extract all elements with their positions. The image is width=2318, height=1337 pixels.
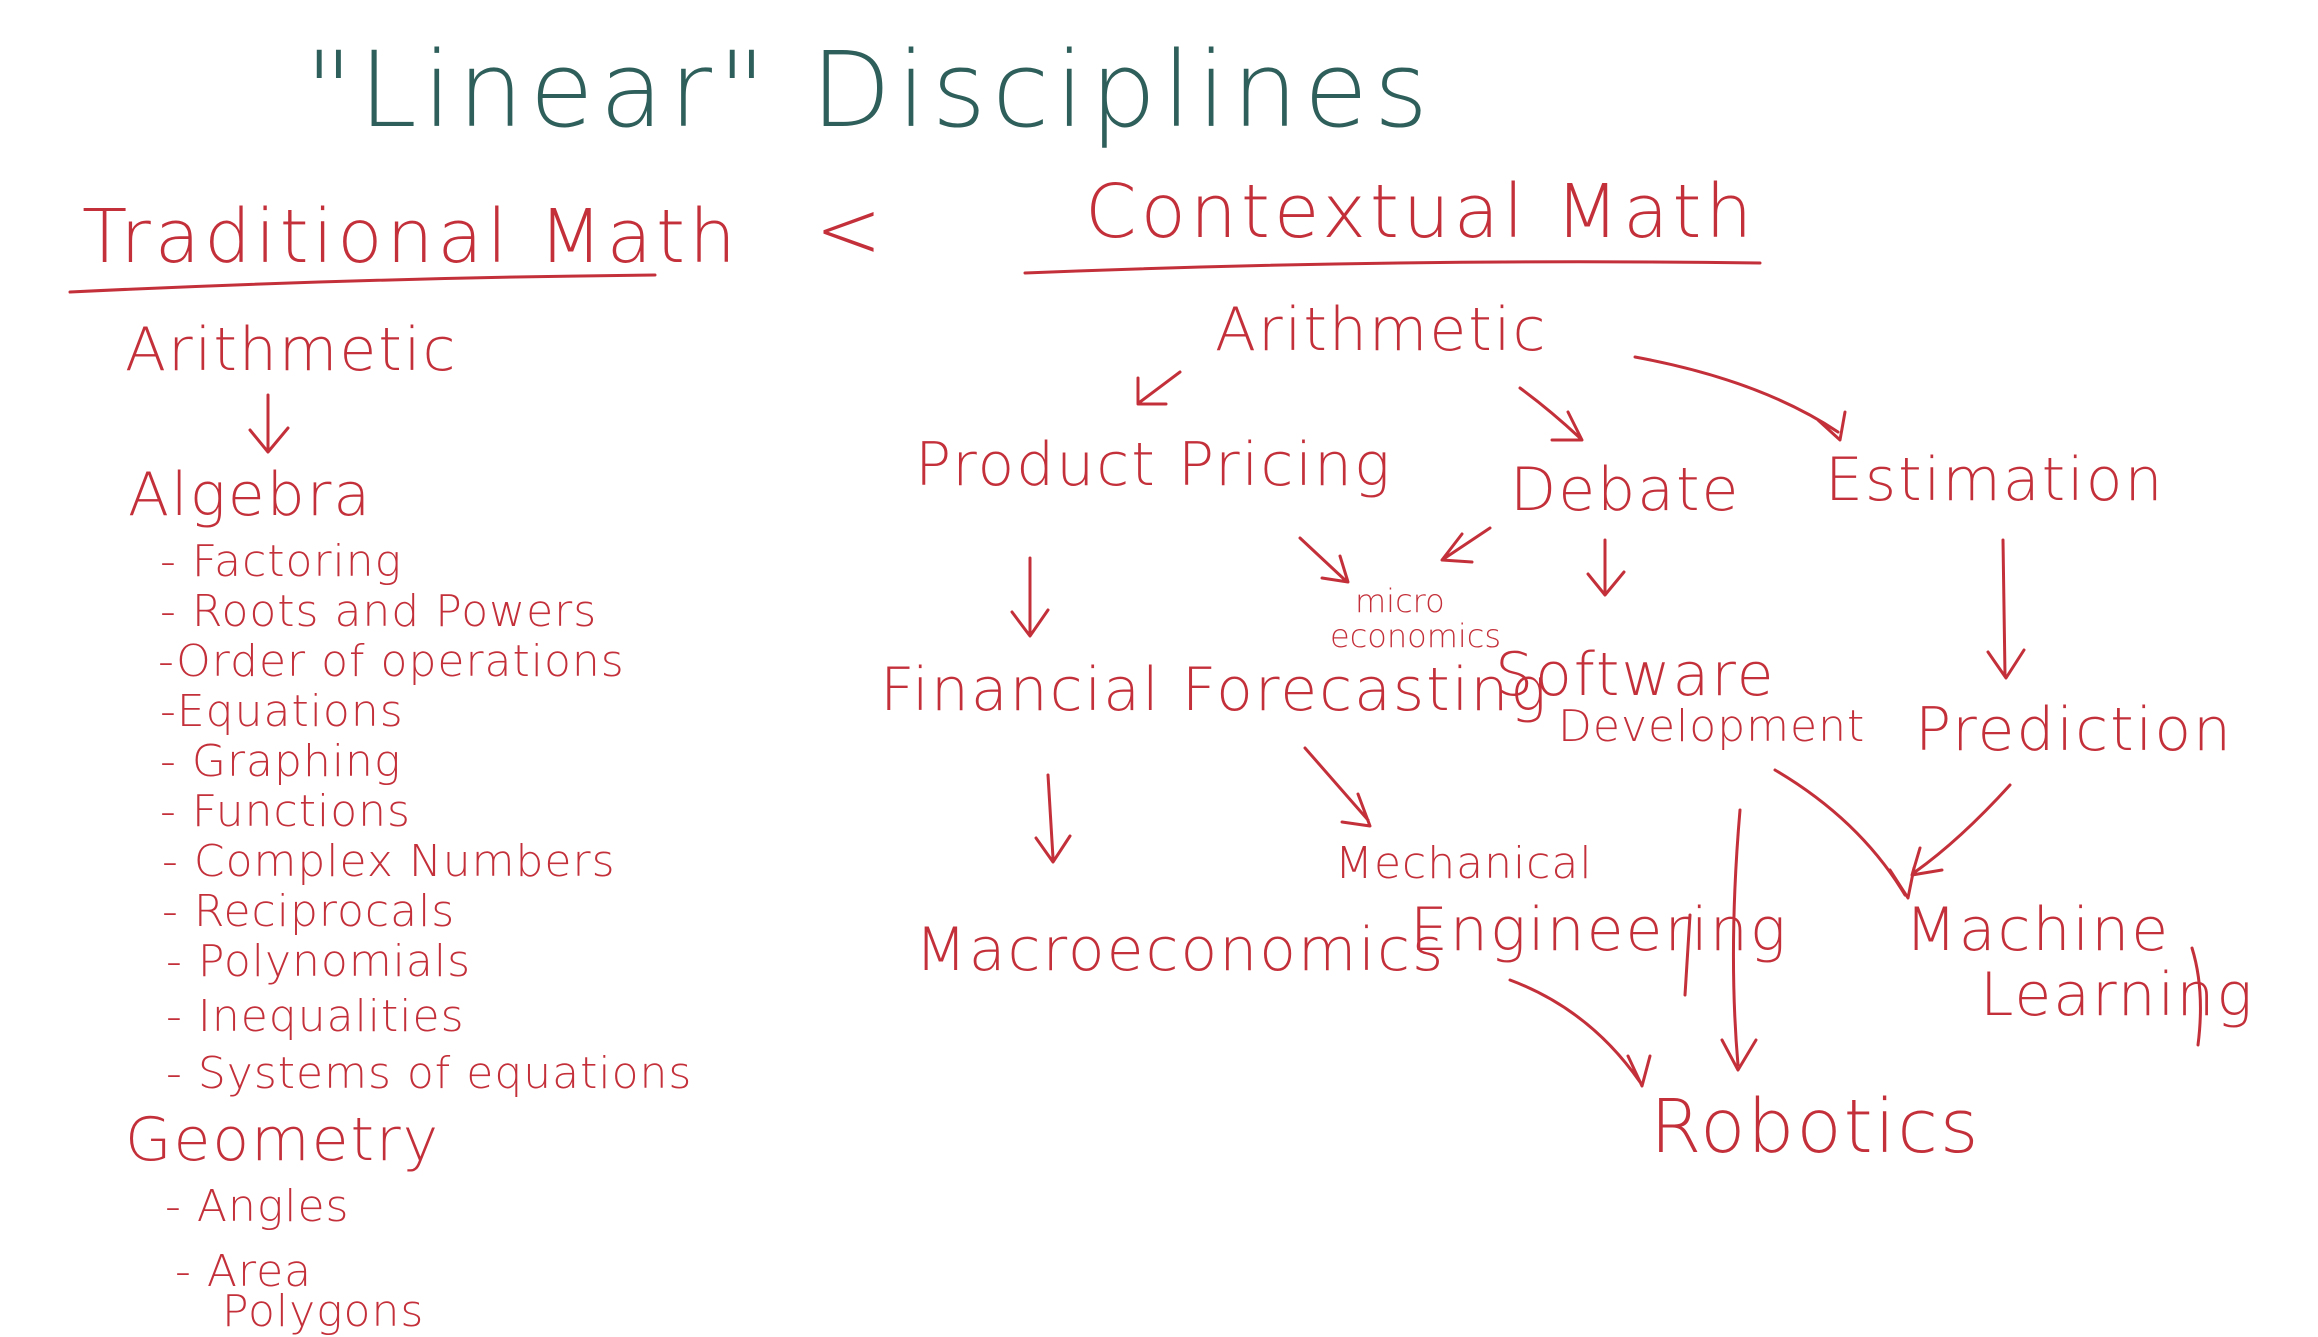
arrow-arithmetic-algebra (248, 393, 290, 454)
node-macroeconomics: Macroeconomics (915, 915, 1446, 985)
list-item: -Order of operations (158, 636, 625, 687)
arrow-arithmetic-debate (1518, 386, 1584, 442)
underline-contextual-math (1023, 260, 1762, 275)
node-software-line2: Development (1558, 701, 1866, 752)
page-title: "Linear" Disciplines (305, 29, 1435, 151)
arrow-pricing-financial (1010, 556, 1050, 638)
list-item: -Equations (160, 686, 404, 737)
arrow-financial-macro (1034, 773, 1072, 864)
node-robotics: Robotics (1650, 1084, 1981, 1170)
node-machine-line2: Learning (1980, 960, 2255, 1030)
node-financial-forecasting: Financial Forecasting (880, 655, 1549, 725)
list-item: - Angles (165, 1181, 350, 1232)
heading-traditional-math: Traditional Math (82, 194, 740, 280)
arrow-estimation-prediction (1986, 538, 2026, 680)
list-item: - Polynomials (166, 936, 472, 987)
node-estimation: Estimation (1825, 445, 2165, 515)
node-product-pricing: Product Pricing (915, 430, 1393, 500)
left-node-arithmetic: Arithmetic (125, 315, 458, 385)
bracket-mechanical (1683, 913, 1692, 997)
arrow-debate-software (1586, 538, 1626, 597)
arrow-financial-mechanical (1303, 746, 1372, 828)
node-mechanical-line1: Mechanical (1335, 838, 1593, 889)
left-node-geometry: Geometry (125, 1105, 441, 1175)
list-item: - Area (175, 1246, 313, 1297)
arrow-pricing-micro (1298, 536, 1350, 584)
whiteboard: "Linear" Disciplines (68, 29, 2255, 1334)
bracket-machine (2190, 946, 2202, 1047)
list-item: - Systems of equations (166, 1048, 693, 1099)
arrow-prediction-machine (1910, 783, 2012, 877)
list-item: Polygons (222, 1286, 425, 1337)
node-software-line1: Software (1495, 640, 1776, 710)
node-mechanical-line2: Engineering (1410, 895, 1788, 965)
underline-traditional-math (68, 273, 657, 294)
connector-lines (68, 260, 2202, 1088)
list-item: - Functions (160, 786, 411, 837)
arrow-debate-micro (1440, 526, 1492, 564)
node-arithmetic: Arithmetic (1215, 295, 1548, 365)
list-item: - Factoring (160, 536, 403, 587)
node-machine-line1: Machine (1905, 895, 2171, 965)
node-micro-line1: micro (1355, 582, 1445, 620)
arrow-software-robotics (1720, 808, 1758, 1072)
list-item: - Reciprocals (162, 886, 456, 937)
arrow-software-machine (1773, 768, 1916, 900)
node-debate: Debate (1510, 455, 1741, 525)
arrow-arithmetic-product-pricing (1136, 370, 1182, 406)
left-node-algebra: Algebra (128, 460, 373, 530)
list-item: - Complex Numbers (162, 836, 616, 887)
list-item: - Roots and Powers (160, 586, 598, 637)
less-than-symbol: < (815, 183, 883, 276)
list-item: - Graphing (160, 736, 402, 787)
node-micro-line2: economics (1330, 617, 1502, 655)
arrow-arithmetic-estimation (1633, 355, 1847, 442)
heading-contextual-math: Contextual Math (1085, 169, 1757, 255)
node-prediction: Prediction (1915, 695, 2234, 765)
list-item: - Inequalities (166, 991, 465, 1042)
arrow-mechanical-robotics (1508, 978, 1652, 1088)
